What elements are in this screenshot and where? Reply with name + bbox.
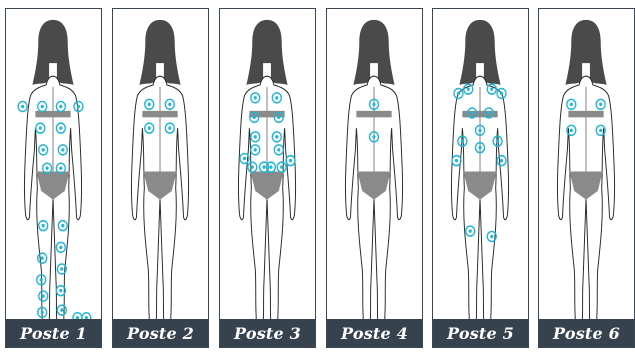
poste-label: Poste 2: [127, 324, 194, 343]
poste-label-bar: Poste 6: [539, 319, 634, 347]
treatment-marker-dot: [243, 157, 246, 160]
poste-label: Poste 4: [341, 324, 408, 343]
treatment-marker-dot: [269, 165, 272, 168]
poste-label-bar: Poste 5: [433, 319, 528, 347]
hair: [246, 20, 287, 85]
poste-label-bar: Poste 1: [6, 319, 101, 347]
treatment-marker-dot: [253, 116, 256, 119]
poste-label-bar: Poste 2: [113, 319, 208, 347]
treatment-marker-dot: [471, 111, 474, 114]
treatment-marker-dot: [168, 103, 171, 106]
poste-panel-5: Poste 5: [432, 8, 529, 348]
treatment-marker-dot: [372, 135, 375, 138]
treatment-marker-dot: [61, 148, 64, 151]
treatment-marker-dot: [254, 135, 257, 138]
treatment-marker-dot: [490, 87, 493, 90]
poste-panel-4: Poste 4: [326, 8, 423, 348]
treatment-marker-dot: [42, 294, 45, 297]
hair: [459, 20, 500, 85]
treatment-marker-dot: [60, 267, 63, 270]
poste-label-bar: Poste 4: [327, 319, 422, 347]
treatment-marker-dot: [41, 256, 44, 259]
treatment-marker-dot: [77, 105, 80, 108]
treatment-marker-dot: [59, 105, 62, 108]
treatment-marker-dot: [277, 116, 280, 119]
treatment-marker-dot: [570, 103, 573, 106]
treatment-marker-dot: [275, 135, 278, 138]
treatment-marker-dot: [61, 224, 64, 227]
treatment-marker-dot: [263, 165, 266, 168]
bikini-top: [568, 111, 603, 118]
treatment-marker-dot: [599, 129, 602, 132]
treatment-marker-dot: [277, 148, 280, 151]
poste-label-bar: Poste 3: [220, 319, 315, 347]
treatment-marker-dot: [496, 139, 499, 142]
treatment-marker-dot: [455, 159, 458, 162]
body-figure: [327, 9, 422, 347]
treatment-marker-dot: [254, 148, 257, 151]
poste-label: Poste 5: [447, 324, 514, 343]
treatment-marker-dot: [461, 139, 464, 142]
treatment-marker-dot: [42, 148, 45, 151]
treatment-marker-dot: [21, 105, 24, 108]
treatment-marker-dot: [59, 126, 62, 129]
treatment-marker-dot: [40, 278, 43, 281]
treatment-marker-dot: [59, 246, 62, 249]
poste-label: Poste 1: [20, 324, 87, 343]
poste-label: Poste 3: [234, 324, 301, 343]
treatment-marker-dot: [289, 159, 292, 162]
treatment-marker-dot: [148, 126, 151, 129]
hair: [353, 20, 394, 85]
treatment-marker-dot: [59, 289, 62, 292]
treatment-marker-dot: [500, 159, 503, 162]
treatment-marker-dot: [42, 224, 45, 227]
hair: [139, 20, 180, 85]
treatment-marker-dot: [46, 167, 49, 170]
body-figure: [539, 9, 634, 347]
treatment-marker-dot: [487, 111, 490, 114]
hair: [565, 20, 606, 85]
treatment-marker-dot: [457, 92, 460, 95]
treatment-marker-dot: [478, 129, 481, 132]
treatment-marker-dot: [60, 308, 63, 311]
treatment-marker-dot: [41, 105, 44, 108]
treatment-marker-dot: [251, 165, 254, 168]
poste-panel-1: Poste 1: [5, 8, 102, 348]
treatment-marker-dot: [490, 235, 493, 238]
treatment-marker-dot: [148, 103, 151, 106]
treatment-marker-dot: [280, 165, 283, 168]
body-figure: [433, 9, 528, 347]
treatment-marker-dot: [275, 96, 278, 99]
poste-panel-3: Poste 3: [219, 8, 316, 348]
body-figure: [6, 9, 101, 347]
body-figure: [220, 9, 315, 347]
treatment-marker-dot: [570, 129, 573, 132]
hair: [32, 20, 73, 85]
treatment-marker-dot: [41, 311, 44, 314]
poste-panel-6: Poste 6: [538, 8, 635, 348]
body-figure: [113, 9, 208, 347]
treatment-marker-dot: [254, 96, 257, 99]
treatment-marker-dot: [168, 126, 171, 129]
treatment-marker-dot: [39, 126, 42, 129]
treatment-marker-dot: [372, 103, 375, 106]
treatment-marker-dot: [467, 87, 470, 90]
poste-label: Poste 6: [553, 324, 620, 343]
treatment-marker-dot: [478, 146, 481, 149]
bikini-top: [356, 111, 391, 118]
treatment-marker-dot: [599, 103, 602, 106]
treatment-marker-dot: [469, 229, 472, 232]
bikini-top: [142, 111, 177, 118]
treatment-marker-dot: [500, 92, 503, 95]
poste-panel-2: Poste 2: [112, 8, 209, 348]
treatment-marker-dot: [59, 167, 62, 170]
